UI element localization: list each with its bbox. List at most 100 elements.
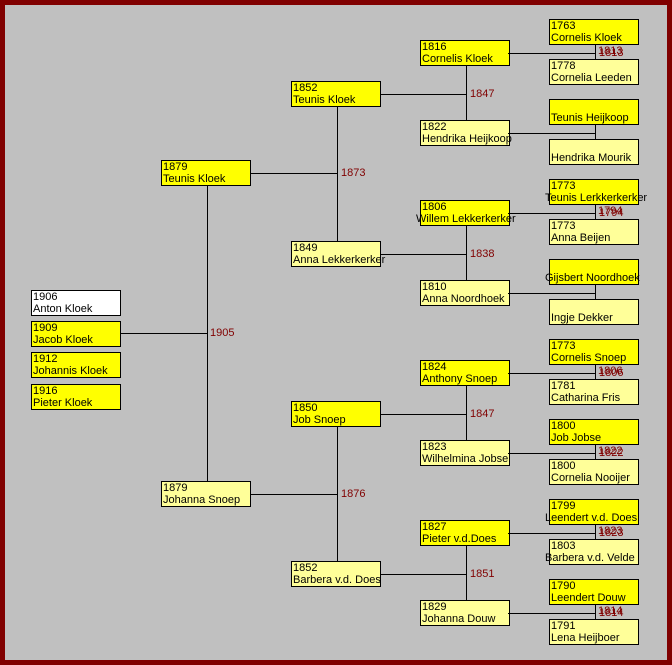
birth-year: 1773: [551, 340, 576, 352]
connector-line: [466, 66, 467, 120]
marriage-year: 1794: [598, 205, 623, 217]
connector-line: [508, 133, 595, 134]
person-name: Leendert v.d. Does: [545, 512, 638, 524]
marriage-year: 1813: [598, 45, 623, 57]
marriage-year: 1847: [470, 408, 495, 420]
person-name: Cornelis Kloek: [551, 32, 622, 44]
connector-line: [380, 254, 466, 255]
birth-year: 1906: [33, 291, 58, 303]
birth-year: 1912: [33, 353, 58, 365]
birth-year: 1909: [33, 322, 58, 334]
connector-line: [466, 386, 467, 440]
marriage-year: 1806: [599, 367, 624, 379]
person-name: Ingje Dekker: [551, 312, 613, 324]
person-name: Anton Kloek: [33, 303, 93, 315]
marriage-year: 1822: [598, 445, 623, 457]
connector-line: [595, 205, 596, 219]
person-name: Lena Heijboer: [551, 632, 620, 644]
ancestor-box[interactable]: Gijsbert Noordhoek: [545, 259, 640, 285]
person-name: Anna Noordhoek: [422, 293, 505, 305]
person-name: Job Jobse: [551, 432, 602, 444]
person-name: Cornelis Kloek: [422, 53, 493, 65]
person-name: Hendrika Mourik: [551, 152, 632, 164]
marriage-year: 1905: [210, 327, 235, 339]
birth-year: 1773: [551, 220, 576, 232]
person-name: Cornelis Snoep: [551, 352, 627, 364]
person-name: Jacob Kloek: [33, 334, 93, 346]
marriage-year: 1806: [598, 365, 623, 377]
birth-year: 1800: [551, 420, 576, 432]
birth-year: 1879: [163, 161, 188, 173]
connector-line: [250, 494, 337, 495]
birth-year: 1790: [551, 580, 576, 592]
person-name: Teunis Kloek: [163, 173, 226, 185]
connector-line: [380, 414, 466, 415]
person-name: Pieter Kloek: [33, 397, 93, 409]
birth-year: [551, 260, 638, 272]
ancestor-box[interactable]: Ingje Dekker: [549, 299, 639, 325]
marriage-year: 1823: [599, 527, 624, 539]
connector-line: [595, 525, 596, 539]
marriage-year: 1814: [599, 607, 624, 619]
birth-year: 1879: [163, 482, 188, 494]
person-name: Job Snoep: [293, 414, 346, 426]
marriage-year: 1814: [598, 605, 623, 617]
connector-line: [250, 173, 337, 174]
birth-year: 1823: [422, 441, 447, 453]
person-name: Anna Beijen: [551, 232, 611, 244]
marriage-year: 1813: [599, 47, 624, 59]
ancestor-box[interactable]: Teunis Heijkoop: [549, 99, 639, 125]
birth-year: 1852: [293, 82, 318, 94]
person-name: Gijsbert Noordhoek: [545, 272, 640, 284]
connector-line: [508, 293, 595, 294]
birth-year: 1803: [551, 540, 576, 552]
marriage-year: 1873: [341, 167, 366, 179]
person-name: Anthony Snoep: [422, 373, 498, 385]
birth-year: 1827: [422, 521, 447, 533]
connector-line: [380, 574, 466, 575]
connector-line: [337, 107, 338, 241]
birth-year: 1810: [422, 281, 447, 293]
connector-line: [595, 285, 596, 299]
person-name: Leendert Douw: [551, 592, 626, 604]
connector-line: [595, 445, 596, 459]
person-name: Barbera v.d. Does: [293, 574, 381, 586]
connector-line: [508, 453, 595, 454]
connector-line: [508, 613, 595, 614]
person-name: Wilhelmina Jobse: [422, 453, 509, 465]
ancestor-box[interactable]: Hendrika Mourik: [549, 139, 639, 165]
birth-year: 1773: [551, 180, 576, 192]
birth-year: 1778: [551, 60, 576, 72]
